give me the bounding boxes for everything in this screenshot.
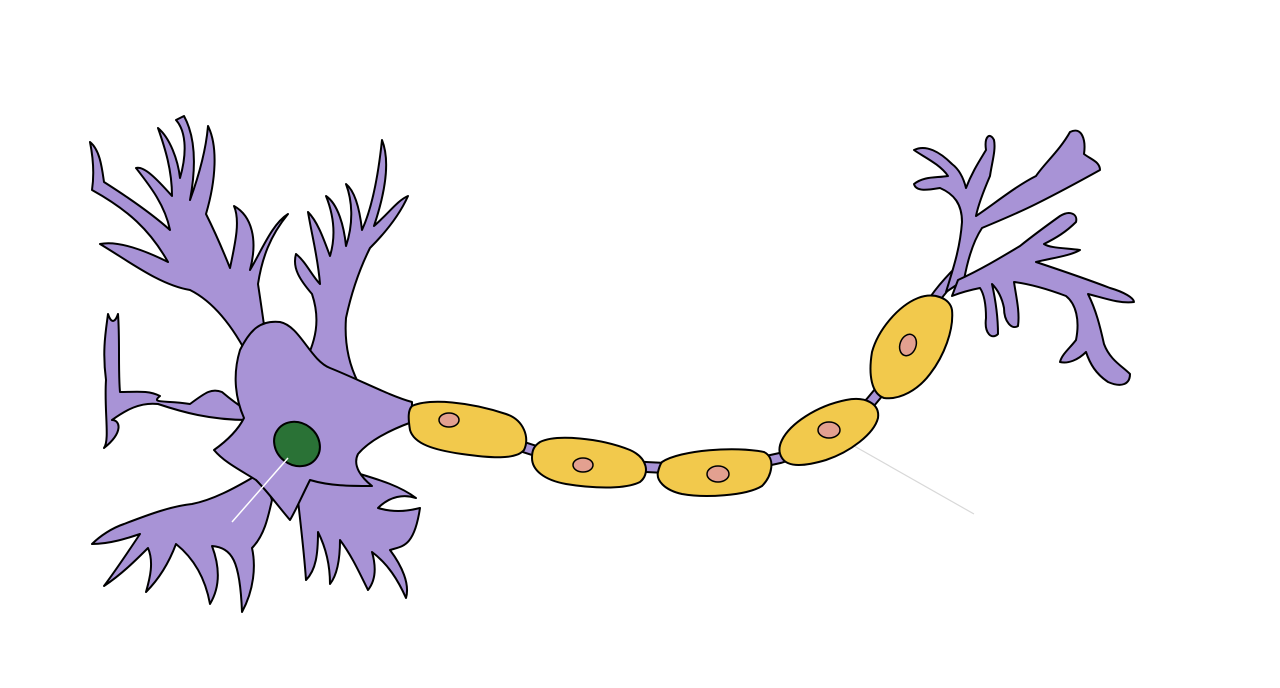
dendrite-upper-middle [294,139,409,387]
dendrite-upper-left [89,115,289,366]
dendrite-lower-middle [295,458,421,599]
schwann-nucleus [438,412,460,428]
dendrites [89,115,421,613]
pointer-line-schwann [839,437,975,515]
terminal-branch-middle [951,212,1135,386]
schwann-nucleus [572,457,594,473]
pointer-line-nucleus [231,457,289,523]
schwann-cell-nuclei [438,333,918,483]
dendrite-left [103,313,253,449]
cell-body [213,320,413,521]
schwann-nucleus [706,465,730,483]
schwann-nucleus [817,421,841,439]
dendrite-lower-left [91,471,273,613]
myelin-segment [407,400,528,459]
nucleus [273,420,321,468]
terminal-branch-upper [913,129,1101,293]
schwann-nucleus [898,333,918,357]
axon-terminal [913,129,1135,386]
